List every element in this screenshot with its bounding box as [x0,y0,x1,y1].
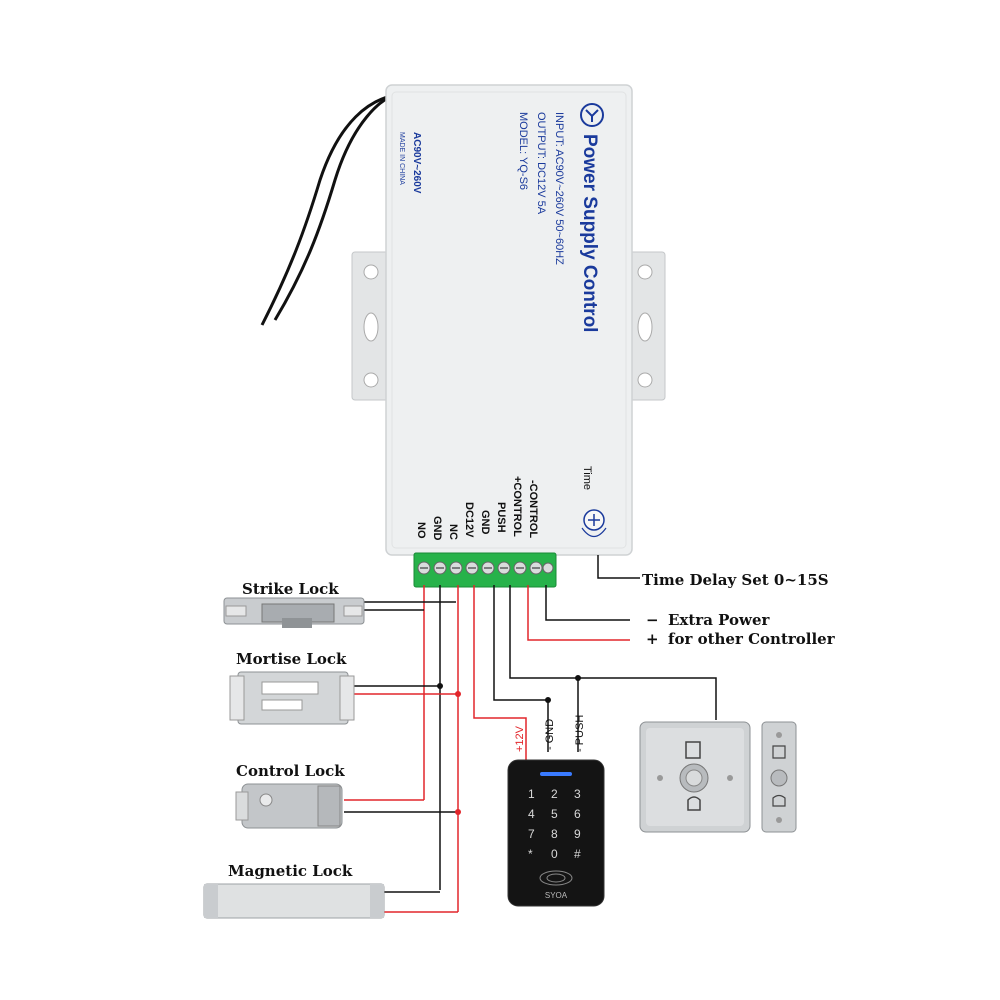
control-lock-image [235,783,343,829]
terminal-labels: NO GND NC DC12V GND PUSH +CONTROL -CONTR… [415,476,539,541]
control-lock-label: Control Lock [236,762,345,780]
wire-junctions [437,675,581,815]
gnd-wire-label: - GND [544,719,556,750]
extra-minus-sign: − [646,611,659,629]
keypad-brand: SYOA [545,891,568,900]
key-hash[interactable]: # [574,847,581,861]
mounting-ear-left [351,251,393,401]
terminal-label-push: PUSH [495,502,507,533]
terminal-label-minus-control: -CONTROL [527,480,539,538]
input-cable [260,90,404,326]
magnetic-lock-label: Magnetic Lock [228,862,353,880]
terminal-label-nc: NC [447,524,459,540]
terminal-label-dc12v: DC12V [463,502,475,538]
key-5[interactable]: 5 [551,807,558,821]
psu-brand-title: Power Supply Control [579,134,600,332]
terminal-label-plus-control: +CONTROL [511,476,523,537]
power-supply-unit: Power Supply Control INPUT: AC90V~260V 5… [385,84,633,556]
terminal-label-no: NO [415,522,427,539]
mounting-ear-right [624,251,666,401]
time-adjust-knob-icon[interactable] [581,509,607,538]
key-7[interactable]: 7 [528,827,535,841]
key-star[interactable]: * [528,847,533,861]
wires [344,555,717,913]
key-0[interactable]: 0 [551,847,558,861]
psu-side-origin: MADE IN CHINA [398,132,405,185]
rfid-icon [539,870,573,886]
brand-logo-icon [580,103,604,127]
key-6[interactable]: 6 [574,807,581,821]
door-icon-small [772,745,786,759]
magnetic-lock-image [203,883,385,919]
psu-output-spec: OUTPUT: DC12V 5A [535,112,547,215]
exit-button-small [761,721,797,833]
exit-button-large [639,721,751,833]
strike-lock-label: Strike Lock [242,580,339,598]
extra-power-label: Extra Power [668,611,770,629]
strike-lock-image [223,597,365,628]
keypad-keys: 1 2 3 4 5 6 7 8 9 * 0 # [528,787,581,861]
key-3[interactable]: 3 [574,787,581,801]
key-9[interactable]: 9 [574,827,581,841]
push-wire-label: - PUSH [574,715,586,752]
hand-icon [687,796,701,811]
key-1[interactable]: 1 [528,787,535,801]
key-8[interactable]: 8 [551,827,558,841]
terminal-label-gnd: GND [431,516,443,541]
key-4[interactable]: 4 [528,807,535,821]
extra-plus-sign: + [646,630,659,648]
for-other-controller-label: for other Controller [668,630,836,648]
psu-model: MODEL: YQ-S6 [517,112,529,190]
terminal-block [413,552,557,588]
hand-icon-small [772,794,786,807]
time-delay-label: Time Delay Set 0~15S [642,571,829,589]
time-label: Time [581,466,593,490]
psu-side-voltage: AC90V~260V [411,132,422,194]
psu-input-spec: INPUT: AC90V~260V 50~60HZ [553,112,565,265]
keypad-reader: 1 2 3 4 5 6 7 8 9 * 0 # SYOA [507,759,605,907]
door-icon [685,741,701,759]
mortise-lock-image [229,671,355,725]
key-2[interactable]: 2 [551,787,558,801]
mortise-lock-label: Mortise Lock [236,650,347,668]
terminal-label-gnd-2: GND [479,510,491,535]
plus12v-wire-label: +12V [514,725,526,752]
